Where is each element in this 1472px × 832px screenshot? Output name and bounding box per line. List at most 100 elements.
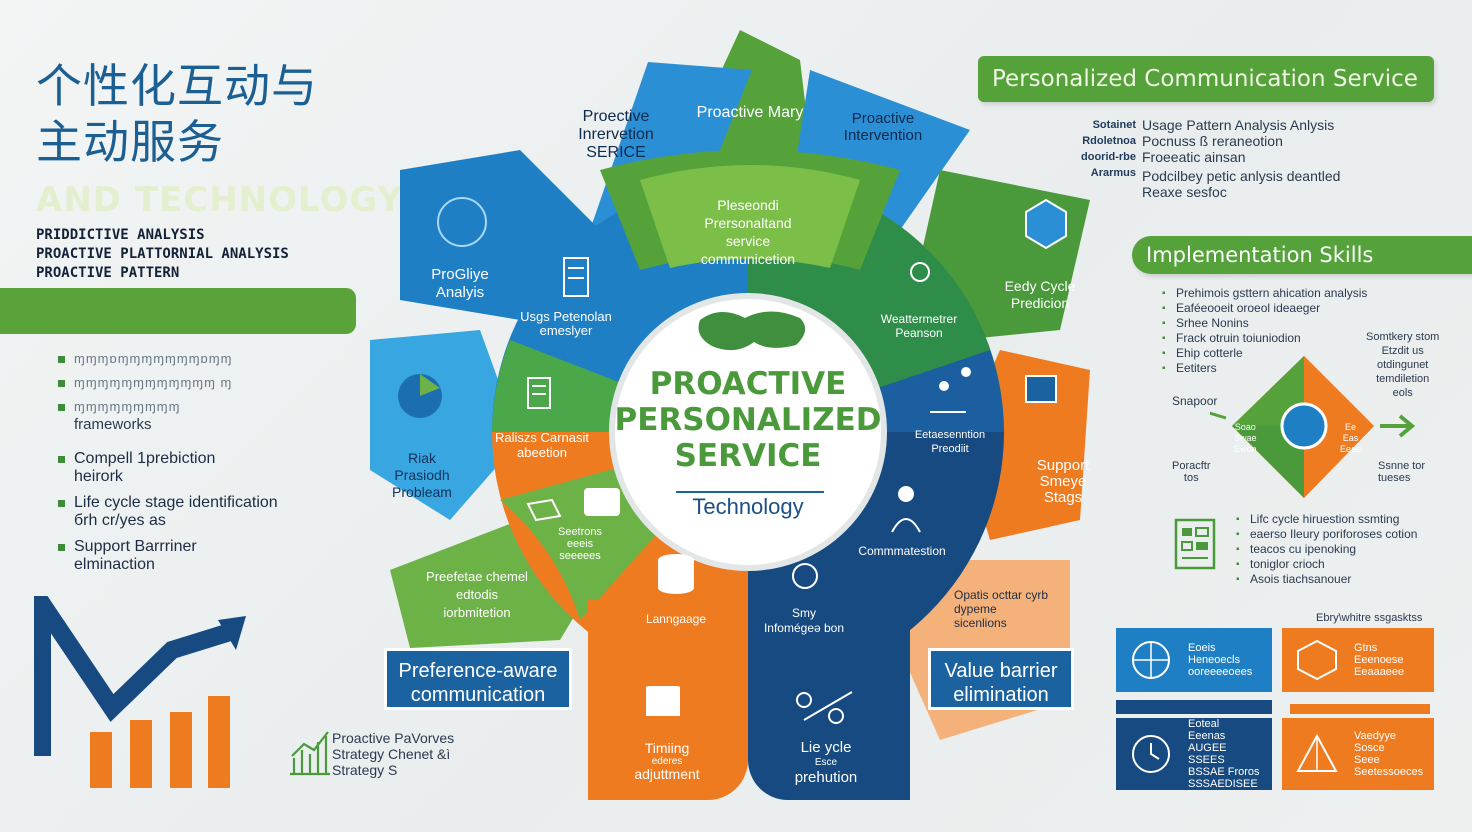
comm-value: Podcilbey petic anlysis deantled <box>1142 168 1341 184</box>
tag-preference-aware: Preference-aware communication <box>384 648 572 710</box>
label-line: Smeye <box>1039 473 1087 490</box>
arrow-right-icon <box>1380 414 1416 438</box>
note-line: Etzdit us <box>1381 345 1424 357</box>
label-line: ProGliye <box>431 266 489 283</box>
ring-label-communication: Commmatestion <box>858 544 946 558</box>
tag-value-barrier: Value barrier elimination <box>928 648 1074 710</box>
comm-key: Ararmus <box>1090 167 1136 179</box>
caps-list: PRIDDICTIVE ANALYSIS PROACTIVE PLATTORNI… <box>36 226 289 283</box>
panel-text: Vaedyye Sosce Seee Seetessoeces <box>1354 730 1423 778</box>
bar-chart-icon <box>290 731 330 776</box>
diamond-label-left: Snapoor <box>1172 394 1218 408</box>
list-item: Prehimois gsttern ahication analysis <box>1162 286 1392 301</box>
list-item-text: ɱɱɱɱɱɱɱɱɱ <box>74 399 181 414</box>
panel-orange-bottom: Vaedyye Sosce Seee Seetessoeces <box>1282 718 1434 790</box>
panel-line: Eeenas <box>1188 730 1226 742</box>
list-item: Asois tiachsanouer <box>1236 572 1436 587</box>
globe-icon <box>1280 402 1328 450</box>
label-line: Seetrons <box>557 526 603 538</box>
label-line: Preefetae chemel <box>426 569 528 584</box>
document-icon <box>527 377 551 409</box>
label-line: prehution <box>794 769 858 786</box>
skills-diamond-diagram <box>1210 356 1416 498</box>
label-line: Timiing <box>644 740 690 756</box>
label-line: Poracftr <box>1172 460 1211 472</box>
cube-icon <box>1025 198 1067 250</box>
panel-line: Eeaaaeee <box>1354 666 1405 678</box>
label-line: service <box>725 233 771 249</box>
label-line: tueses <box>1378 472 1411 484</box>
label-line: communicetion <box>700 251 796 267</box>
label-line: Predicion <box>1010 295 1070 311</box>
ring-label-usage: Usgs Petenolan emeslyer <box>506 310 626 338</box>
center-line: SERVICE <box>674 438 822 474</box>
list-item: ɱɱɱɒɱɱɱɱɱɱɱɒɱɱ <box>58 350 358 368</box>
panel-line: Eoeis <box>1188 642 1216 654</box>
list-item: Life cycle stage identification бrh cr/y… <box>58 494 358 530</box>
note-line: Somtkery stom <box>1366 331 1440 343</box>
petal-label-right-bottom: Opatis octtar cyrb dypeme sicenlions <box>954 588 1084 630</box>
panel-divider <box>1116 700 1272 714</box>
checklist-icon <box>1025 375 1057 403</box>
panel-line: ooreeeeoees <box>1188 666 1253 678</box>
list-item: Eaféeooeit oroeol ideaeger <box>1162 301 1392 316</box>
cube-icon <box>1297 639 1337 681</box>
header-communication-service: Personalized Communication Service <box>978 56 1434 102</box>
label-line: Peanson <box>895 326 943 340</box>
center-title: PROACTIVE PERSONALIZED SERVICE <box>612 366 884 474</box>
building-icon <box>563 257 589 297</box>
caps-item: PROACTIVE PATTERN <box>36 265 180 281</box>
label-line: ederes <box>651 756 683 767</box>
label-line: Ewon <box>1234 444 1257 454</box>
label-line: tos <box>1183 472 1199 484</box>
panel-line: SSSAEDISEE <box>1188 778 1258 790</box>
ring-label-weather: Weattermetrer Peanson <box>864 312 974 340</box>
label-line: Proective <box>582 108 650 125</box>
comm-key: doorid-rbe <box>1081 151 1136 163</box>
comm-value: Reaxe sesfoc <box>1142 184 1227 200</box>
panel-text: Gtns Eeenoese Eeaaaeee <box>1354 642 1404 678</box>
list-item: ɱɱɱɱɱɱɱɱɱɱɱɱ ɱ <box>58 374 358 392</box>
label-line: Analyis <box>435 284 485 301</box>
skills-side-note: Somtkery stom Etzdit us otdingunet temdi… <box>1366 330 1439 400</box>
center-disc <box>612 296 884 568</box>
label-line: Support <box>1036 457 1090 474</box>
label-line: Pleseondi <box>717 197 779 213</box>
label-line: Intervention <box>843 127 923 144</box>
list-item: toniglor crioch <box>1236 557 1436 572</box>
label-line: Infomégeə bon <box>763 621 845 635</box>
label-line: SERICE <box>586 144 646 161</box>
petal-label-right-mid: Support Smeye Stags <box>1018 458 1108 506</box>
list-item: Support Barrriner elminaction <box>58 538 358 574</box>
ring-label-selection: Seetrons eeeis seeeees <box>540 526 620 562</box>
globe-icon <box>1132 641 1170 679</box>
label-line: Usgs Petenolan <box>520 309 612 324</box>
panel-line: Sosce <box>1354 742 1385 754</box>
ring-label-evaluation: Eetaesenntion Preodiit <box>904 428 996 456</box>
panel-orange-top: Gtns Eeenoese Eeaaaeee <box>1282 628 1434 692</box>
petal-blue-bottom <box>748 600 910 800</box>
tag-line: Preference-aware <box>398 660 558 682</box>
label-line: iorbmitetion <box>443 605 511 620</box>
label-line: Lie ycle <box>800 739 852 756</box>
label-line: Esce <box>814 757 838 768</box>
ring-label-retention: Raliszs Carnasit abeetion <box>490 430 594 460</box>
form-checklist-icon <box>1174 518 1216 570</box>
chat-icon <box>584 488 620 516</box>
label-line: Eetaesenntion <box>914 429 986 441</box>
label-line: Soao <box>1234 422 1256 432</box>
petal-label-top-center: Proactive Mary <box>696 104 804 121</box>
panel-text: Eoteal Eeenas AUGEE SSEES BSSAE Froros S… <box>1188 718 1260 790</box>
person-icon <box>891 486 921 533</box>
petal-left-mid <box>370 330 520 520</box>
note-line: temdiletion <box>1376 373 1430 385</box>
petal-label-orange-bottom: Timiing ederes adjuttment <box>612 740 722 782</box>
label-line: Swae <box>1234 433 1257 443</box>
label-line: eeeis <box>566 538 594 550</box>
label-line: sicenlions <box>954 616 1007 630</box>
gear-people-icon <box>910 262 930 282</box>
caption-line: Strategy Chenet &ì <box>332 746 451 762</box>
comm-value: Froeeatic ainsan <box>1142 149 1246 165</box>
label-line: adjuttment <box>634 766 700 782</box>
